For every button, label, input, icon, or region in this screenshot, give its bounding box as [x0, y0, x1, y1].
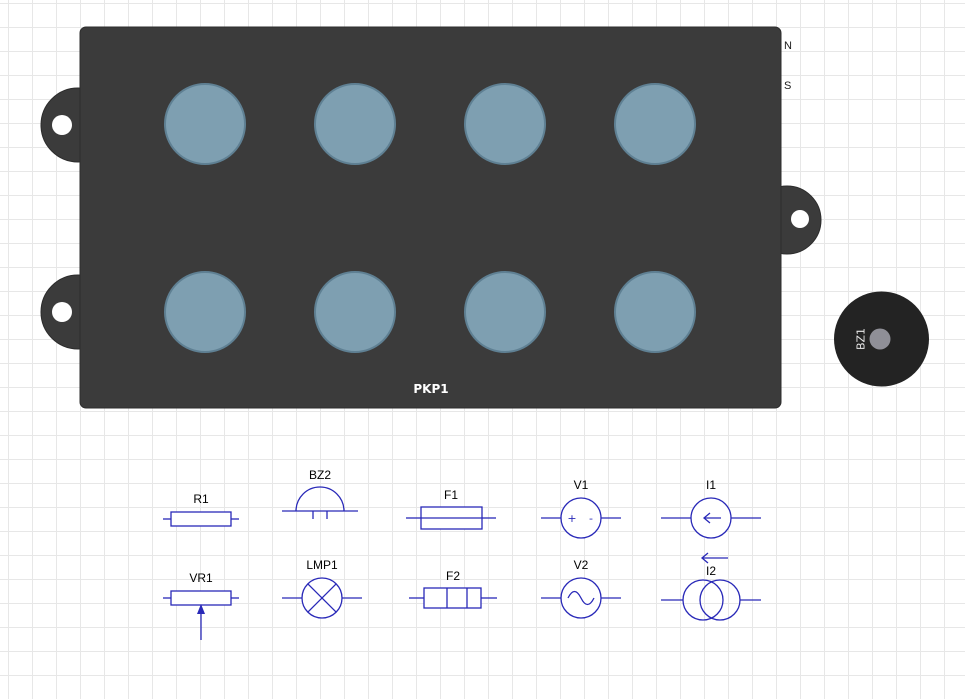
keypad-button [164, 271, 246, 353]
component-label: V2 [573, 558, 589, 572]
schematic-component-bz2[interactable]: BZ2 [282, 468, 358, 520]
schematic-component-v1[interactable]: V1 + - [541, 478, 621, 540]
current-source-symbol [661, 497, 761, 539]
arrowhead-icon [197, 604, 205, 614]
pin-label-n: N [784, 40, 792, 52]
schematic-component-f2[interactable]: F2 [409, 569, 497, 609]
minus-sign: - [589, 512, 593, 525]
part-pkp1-keypad[interactable]: PKP1 [38, 25, 828, 411]
buzzer-symbol [282, 486, 358, 519]
component-label: I1 [705, 478, 716, 492]
keypad-button [164, 83, 246, 165]
arrowhead-icon [700, 552, 709, 564]
schematic-component-lmp1[interactable]: LMP1 [282, 558, 362, 620]
variable-resistor-symbol [163, 590, 239, 640]
fuse-symbol [406, 506, 496, 530]
sine-wave-icon [567, 590, 595, 606]
keypad-body [79, 26, 782, 409]
part-bz1-buzzer[interactable]: BZ1 [833, 291, 930, 388]
schematic-component-i2[interactable]: I2 [661, 552, 761, 622]
current-direction-arrow [700, 552, 728, 564]
keypad-button [464, 83, 546, 165]
component-label: I2 [705, 564, 716, 578]
component-label: VR1 [189, 571, 213, 585]
component-label: BZ2 [308, 468, 331, 482]
lamp-symbol [282, 577, 362, 619]
schematic-component-vr1[interactable]: VR1 [163, 571, 239, 643]
part-label-bz1: BZ1 [855, 328, 868, 350]
schematic-component-r1[interactable]: R1 [163, 492, 239, 528]
buzzer-center-dot [869, 328, 891, 350]
component-label: V1 [573, 478, 589, 492]
voltage-source-symbol: + - [541, 497, 621, 539]
schematic-component-f1[interactable]: F1 [406, 488, 496, 530]
ac-source-symbol [541, 577, 621, 619]
mounting-hole [52, 115, 72, 135]
keypad-button [614, 271, 696, 353]
part-label-pkp1: PKP1 [413, 382, 448, 396]
current-source-alt-symbol [661, 579, 761, 621]
component-label: R1 [193, 492, 209, 506]
schematic-component-v2[interactable]: V2 [541, 558, 621, 620]
keypad-button [614, 83, 696, 165]
pin-label-s: S [784, 80, 792, 92]
keypad-button [314, 271, 396, 353]
component-label: F2 [445, 569, 460, 583]
keypad-button [464, 271, 546, 353]
arrowhead-icon [702, 512, 711, 524]
resistor-symbol [163, 511, 239, 527]
component-label: LMP1 [306, 558, 338, 572]
mounting-hole [791, 210, 809, 228]
component-label: F1 [443, 488, 458, 502]
plus-sign: + [567, 512, 576, 525]
keypad-button [314, 83, 396, 165]
schematic-component-i1[interactable]: I1 [661, 478, 761, 540]
fuse-cartridge-symbol [409, 587, 497, 609]
mounting-hole [52, 302, 72, 322]
